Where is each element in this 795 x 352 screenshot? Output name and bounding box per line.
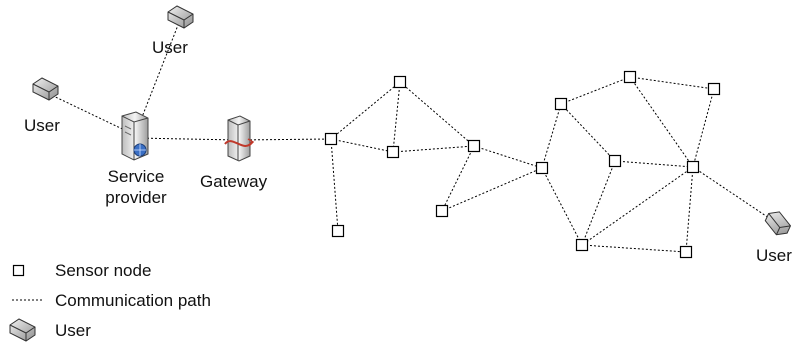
legend-sensor-node-icon: [12, 264, 25, 277]
sensor-node-icon: [686, 160, 700, 174]
sensor-node-icon: [435, 204, 449, 218]
user-device-icon: [32, 77, 59, 101]
link: [392, 81, 401, 153]
link: [330, 138, 394, 153]
communication-links: [44, 19, 776, 253]
sensor-nodes: [324, 70, 721, 259]
sensor-node-icon: [386, 145, 400, 159]
link: [330, 138, 339, 232]
link: [134, 19, 181, 136]
legend: Sensor node Communication path User: [9, 261, 211, 342]
link: [441, 167, 543, 212]
link: [44, 91, 136, 136]
gateway-icon: [224, 115, 255, 162]
link: [581, 160, 616, 246]
legend-user-icon: [9, 318, 36, 342]
legend-user-label: User: [55, 321, 91, 340]
service-provider-label-line2: provider: [105, 188, 167, 207]
user-label-right: User: [756, 246, 792, 265]
user-label-top: User: [152, 38, 188, 57]
link: [392, 145, 475, 153]
link: [237, 138, 332, 141]
link: [692, 166, 776, 223]
link: [541, 167, 583, 246]
sensor-node-icon: [393, 75, 407, 89]
link: [685, 166, 694, 253]
link: [560, 103, 616, 162]
sensor-node-icon: [707, 82, 721, 96]
legend-sensor-node-label: Sensor node: [55, 261, 151, 280]
server-icon: [121, 111, 149, 161]
link: [560, 76, 631, 105]
service-provider-label: Service: [108, 167, 165, 186]
user-device-icon: [167, 5, 194, 29]
sensor-node-icon: [608, 154, 622, 168]
sensor-node-icon: [554, 97, 568, 111]
link: [541, 103, 562, 169]
gateway-label: Gateway: [200, 172, 268, 191]
link: [629, 76, 715, 90]
link: [581, 244, 687, 253]
sensor-node-icon: [679, 245, 693, 259]
sensor-node-icon: [324, 132, 338, 146]
link: [614, 160, 694, 168]
link: [330, 81, 401, 140]
sensor-node-icon: [575, 238, 589, 252]
link: [441, 145, 475, 212]
sensor-node-icon: [623, 70, 637, 84]
link: [692, 88, 715, 168]
sensor-node-icon: [467, 139, 481, 153]
user-device-icon: [761, 207, 795, 240]
link: [581, 166, 694, 246]
legend-communication-path-label: Communication path: [55, 291, 211, 310]
link: [399, 81, 475, 147]
link: [473, 145, 543, 169]
link: [134, 137, 239, 141]
link: [629, 76, 694, 168]
user-label-left: User: [24, 116, 60, 135]
sensor-node-icon: [535, 161, 549, 175]
sensor-node-icon: [331, 224, 345, 238]
